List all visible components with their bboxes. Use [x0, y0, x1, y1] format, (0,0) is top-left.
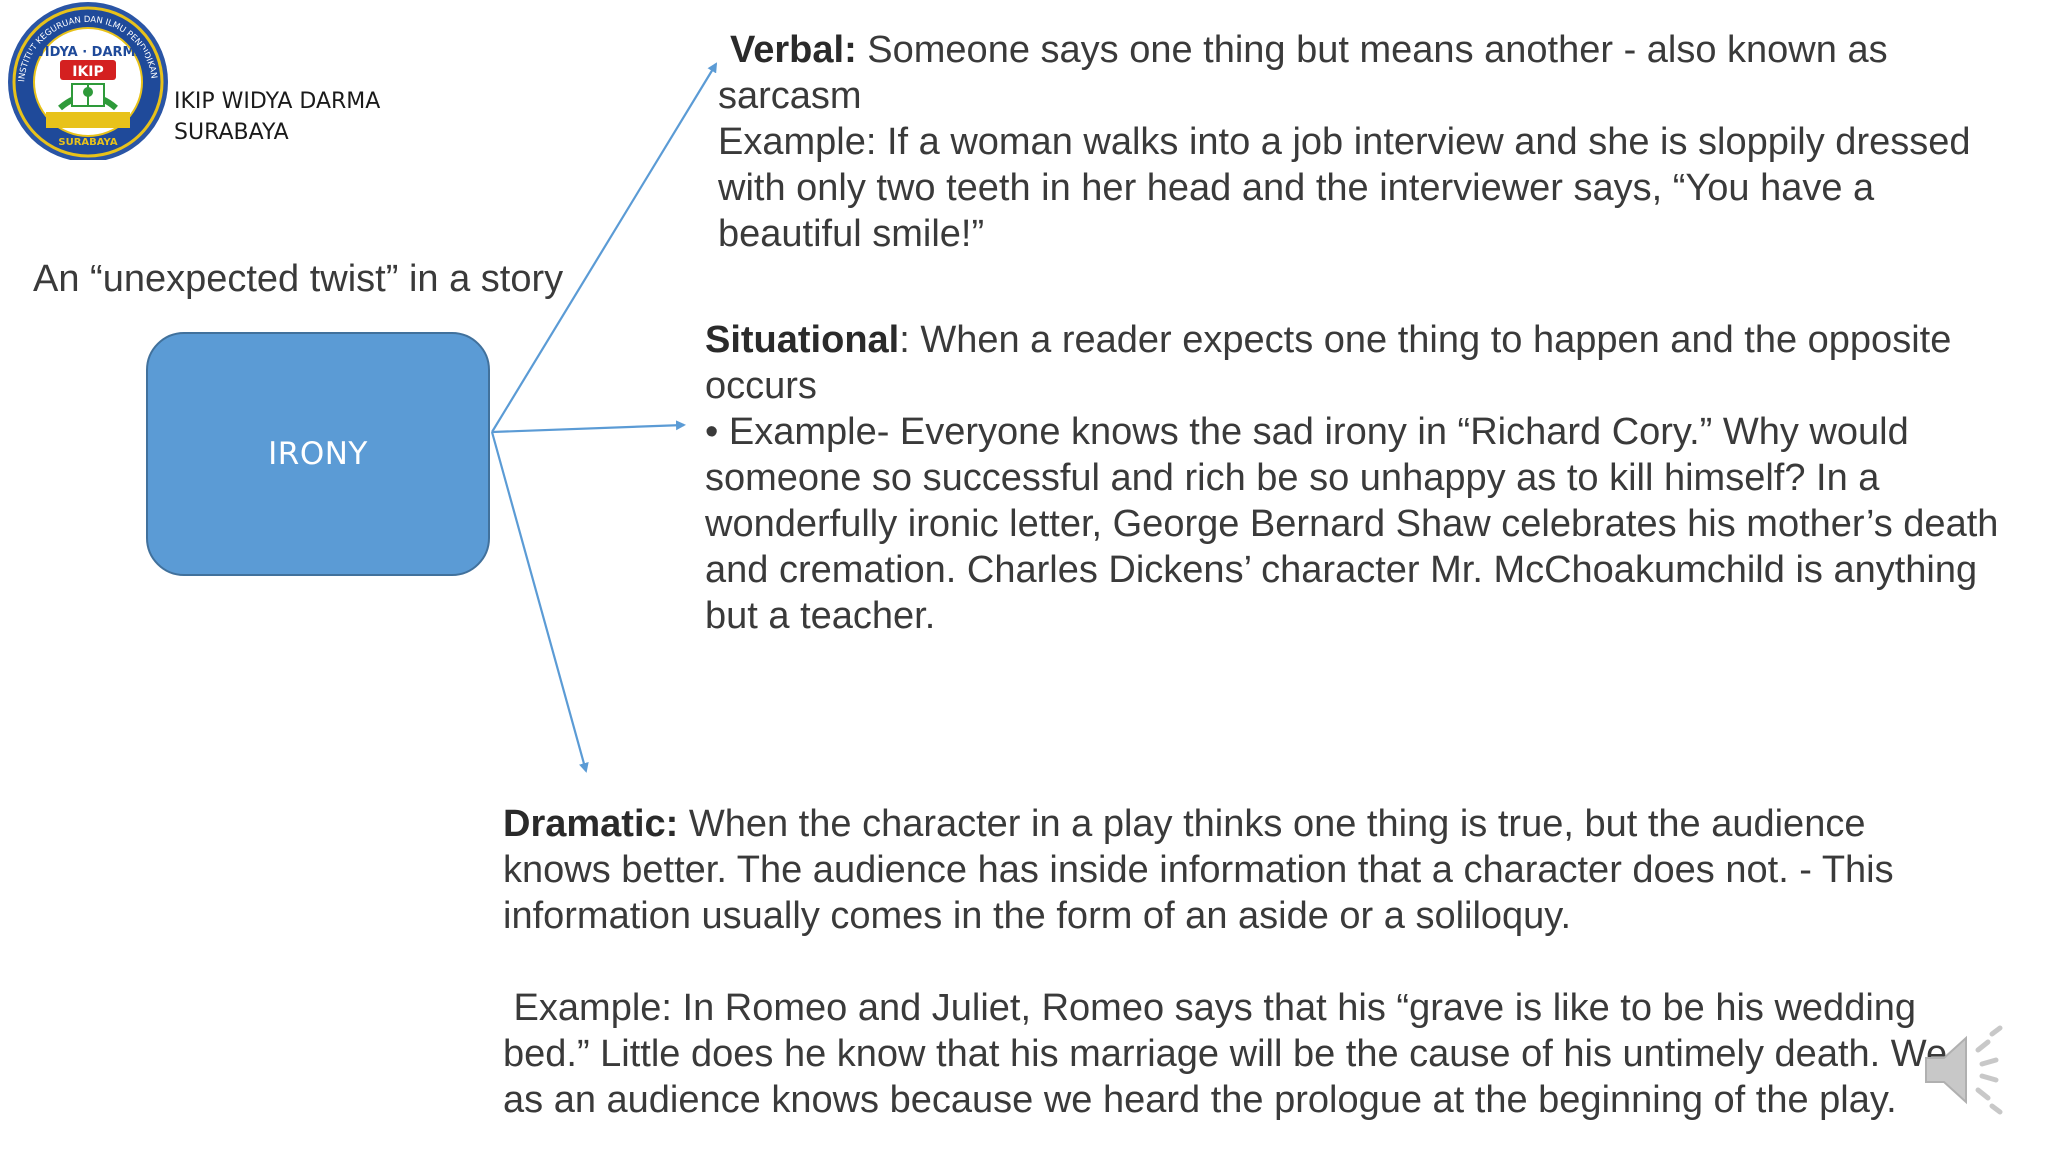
dramatic-term: Dramatic: [503, 803, 679, 845]
verbal-irony-block: Verbal: Someone says one thing but means… [718, 27, 2030, 257]
dramatic-definition-line1: Dramatic: When the character in a play t… [503, 801, 1983, 847]
svg-text:IKIP: IKIP [72, 64, 104, 80]
dramatic-example-line: bed.” Little does he know that his marri… [503, 1033, 1948, 1075]
speaker-icon[interactable] [1918, 1020, 2018, 1120]
dramatic-definition-line: information usually comes in the form of… [503, 895, 1572, 937]
arrow-to-situational [491, 420, 686, 434]
situational-example-line: someone so successful and rich be so unh… [705, 457, 1880, 499]
verbal-definition-line1: Verbal: Someone says one thing but means… [730, 27, 2030, 73]
irony-box: IRONY [146, 332, 490, 576]
situational-irony-block: Situational: When a reader expects one t… [705, 317, 2035, 639]
institution-name-line2: SURABAYA [174, 120, 289, 145]
verbal-term: Verbal: [730, 29, 857, 71]
institution-name-line1: IKIP WIDYA DARMA [174, 89, 381, 114]
svg-text:SURABAYA: SURABAYA [58, 137, 117, 148]
dramatic-irony-block: Dramatic: When the character in a play t… [503, 801, 1983, 1123]
dramatic-definition-line: knows better. The audience has inside in… [503, 849, 1894, 891]
situational-example-line: • Example- Everyone knows the sad irony … [705, 411, 1909, 453]
verbal-example-line: with only two teeth in her head and the … [718, 167, 1875, 209]
arrow-to-dramatic [490, 431, 589, 773]
irony-box-label: IRONY [268, 436, 368, 472]
situational-definition-line1: Situational: When a reader expects one t… [705, 317, 2035, 363]
irony-subtitle: An “unexpected twist” in a story [33, 258, 564, 300]
svg-text:WIDYA · DARMA: WIDYA · DARMA [30, 45, 145, 60]
dramatic-example-line: Example: In Romeo and Juliet, Romeo says… [503, 987, 1917, 1029]
situational-example-line: and cremation. Charles Dickens’ characte… [705, 549, 1978, 591]
arrow-to-verbal [491, 62, 718, 433]
institution-name: IKIP WIDYA DARMA SURABAYA [174, 86, 380, 148]
dramatic-definition: When the character in a play thinks one … [678, 803, 1866, 845]
situational-example-line: wonderfully ironic letter, George Bernar… [705, 503, 1999, 545]
situational-term: Situational [705, 319, 900, 361]
verbal-example-line: beautiful smile!” [718, 213, 985, 255]
situational-definition: : When a reader expects one thing to hap… [899, 319, 1952, 361]
situational-definition-line2: occurs [705, 365, 817, 407]
verbal-definition: Someone says one thing but means another… [856, 29, 1888, 71]
dramatic-example-line: as an audience knows because we heard th… [503, 1079, 1897, 1121]
verbal-example-line: Example: If a woman walks into a job int… [718, 121, 1971, 163]
institution-logo: INSTITUT KEGURUAN DAN ILMU PENDIDIKAN WI… [8, 2, 168, 160]
verbal-definition-line2: sarcasm [718, 75, 862, 117]
situational-example-line: but a teacher. [705, 595, 936, 637]
